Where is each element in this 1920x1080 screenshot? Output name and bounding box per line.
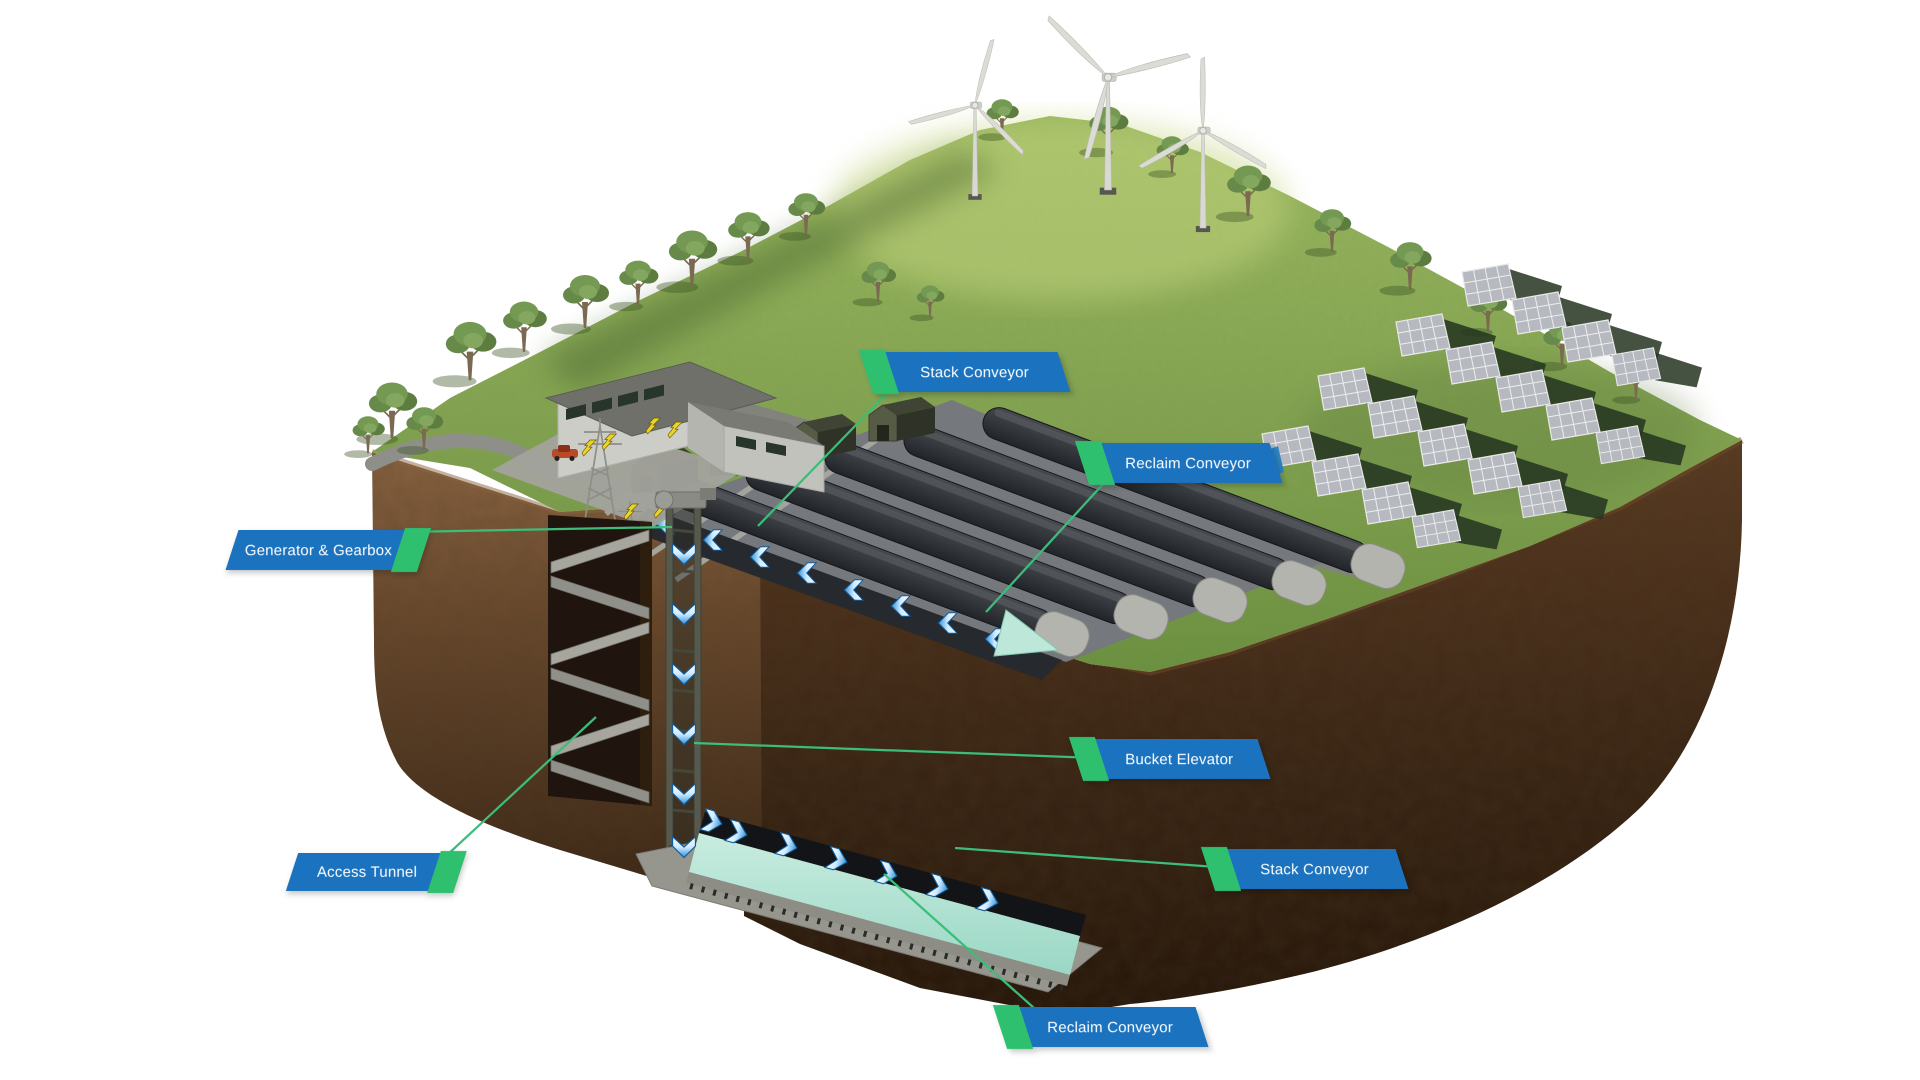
connector-reclaim-conveyor-bottom: [883, 873, 1035, 1009]
surface-reclaim-conveyor: [628, 508, 1062, 680]
solar-panel: [1611, 347, 1703, 388]
connector-stack-conveyor-top: [757, 391, 889, 527]
stockpile-rows: [666, 407, 1406, 658]
connector-reclaim-conveyor-top: [985, 482, 1105, 613]
wind-turbine: [908, 38, 1026, 201]
surface-stockpile-yard: [604, 396, 1406, 680]
discharge-chute: [993, 609, 1060, 657]
underground-conveyor: [635, 807, 1104, 993]
connector-generator-gearbox: [403, 525, 673, 534]
wind-turbine: [1137, 56, 1269, 233]
wind-turbine: [1045, 15, 1192, 196]
wind-turbines: [908, 15, 1269, 233]
connector-bucket-elevator: [693, 741, 1097, 760]
connector-lines: [403, 391, 1231, 1009]
tree: [431, 321, 498, 389]
connector-access-tunnel: [445, 716, 597, 857]
underground-storage-basin: [689, 833, 1080, 975]
connector-stack-conveyor-bottom: [954, 846, 1231, 870]
tree: [490, 300, 548, 359]
switchback-access-ramps: [548, 515, 652, 806]
red-car: [552, 445, 578, 461]
window-strip: [566, 384, 664, 420]
